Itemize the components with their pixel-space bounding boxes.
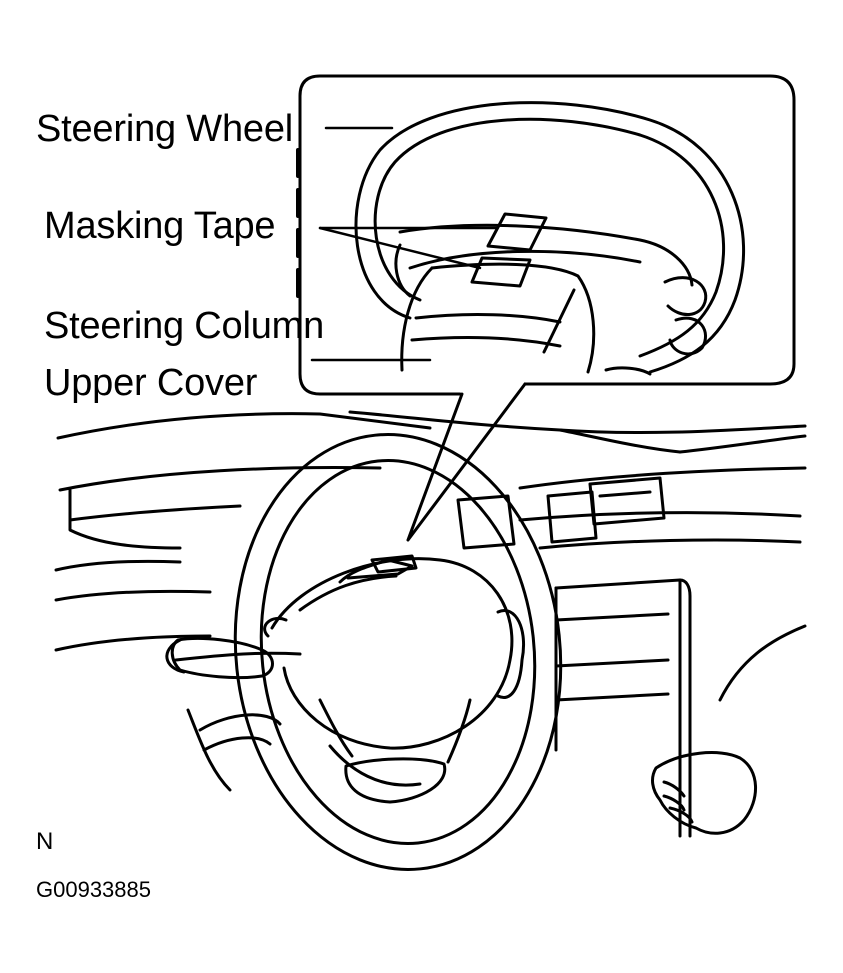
dashboard — [54, 410, 807, 838]
masking-tape-label: Masking Tape — [44, 205, 276, 247]
figure-code: G00933885 — [36, 877, 151, 902]
masking-tape-lower — [470, 256, 532, 288]
column-cover-label-line2: Upper Cover — [44, 362, 258, 404]
masking-tape-on-wheel — [370, 554, 418, 574]
masking-tape-upper — [486, 212, 548, 252]
marker-letter: N — [36, 828, 54, 855]
main-steering-wheel — [233, 433, 563, 871]
steering-wheel-label: Steering Wheel — [36, 108, 294, 150]
right-hand — [651, 751, 757, 835]
masking-tape-leader-lower — [318, 226, 482, 270]
detail-inset-frame — [298, 74, 796, 396]
column-cover-label-line1: Steering Column — [44, 305, 325, 347]
right-hand-fingers — [662, 780, 694, 824]
left-hand — [170, 637, 274, 680]
inset-steering-wheel — [354, 101, 746, 376]
